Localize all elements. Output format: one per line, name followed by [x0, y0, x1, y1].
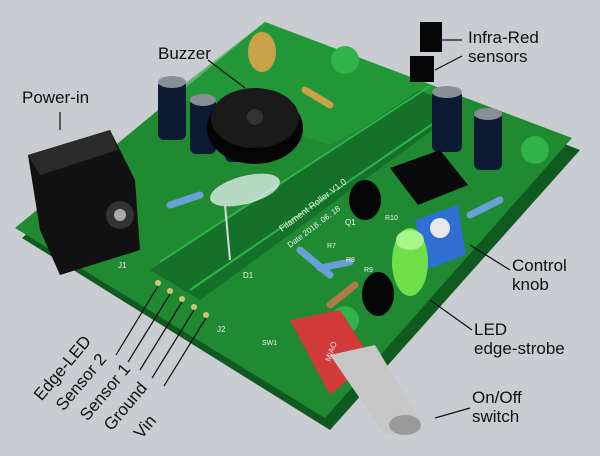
silk-j2: J2 — [217, 325, 226, 334]
leader-lines — [59, 39, 511, 419]
silk-q1: Q1 — [345, 218, 356, 227]
label-buzzer: Buzzer — [158, 44, 211, 63]
header-pins — [155, 280, 209, 318]
silk-j1: J1 — [118, 261, 127, 270]
resistors — [166, 86, 504, 309]
silk-d1: D1 — [243, 271, 254, 280]
buzzer-component — [207, 88, 303, 164]
label-onoff-line2: switch — [472, 407, 520, 426]
onoff-switch-component — [290, 310, 421, 435]
silk-r10: R10 — [385, 215, 398, 222]
label-control-line1: Control — [512, 256, 567, 275]
mount-pad — [521, 136, 549, 164]
silkscreen-strip — [150, 90, 460, 300]
label-ir-line1: Infra-Red — [468, 28, 539, 47]
ir-led-component — [210, 173, 280, 261]
label-led-line2: edge-strobe — [474, 339, 565, 358]
silk-r7: R7 — [327, 243, 336, 250]
control-knob-component — [415, 205, 466, 270]
mount-pad — [331, 46, 359, 74]
label-ir-line2: sensors — [468, 47, 528, 66]
transistor — [349, 180, 381, 220]
label-onoff-line1: On/Off — [472, 388, 522, 407]
silk-r9: R9 — [364, 267, 373, 274]
ceramic-cap — [248, 32, 276, 72]
ic-chip — [390, 150, 468, 205]
silk-r8: R8 — [346, 257, 355, 264]
power-jack — [28, 130, 140, 275]
label-control-line2: knob — [512, 275, 549, 294]
label-power-in: Power-in — [22, 88, 90, 107]
led-component — [392, 228, 428, 296]
silk-sw1: SW1 — [262, 340, 277, 347]
transistor — [362, 272, 394, 316]
label-led-line1: LED — [474, 320, 508, 339]
ir-sensor-components — [410, 22, 442, 82]
